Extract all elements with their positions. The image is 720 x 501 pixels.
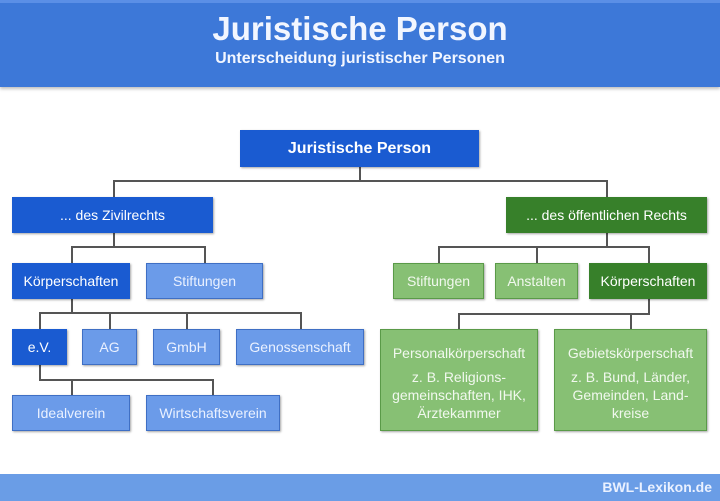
- node-example-line: Gemeinden, Land-: [572, 387, 689, 403]
- node-genossenschaft: Genossenschaft: [236, 329, 364, 365]
- node-example-line: gemeinschaften, IHK,: [392, 387, 526, 403]
- connector: [458, 313, 460, 329]
- connector: [359, 167, 361, 181]
- connector: [39, 379, 214, 381]
- connector: [71, 299, 73, 313]
- connector: [536, 246, 538, 263]
- node-label: Juristische Person: [287, 139, 432, 157]
- node-example-line: Ärztekammer: [417, 405, 501, 421]
- node-anstalten: Anstalten: [495, 263, 578, 299]
- node-label: Körperschaften: [23, 273, 119, 289]
- node-label: Körperschaften: [600, 273, 696, 289]
- node-label: ... des öffentlichen Rechts: [526, 207, 687, 223]
- node-zivil-koerperschaften: Körperschaften: [12, 263, 130, 299]
- node-label: Stiftungen: [172, 273, 237, 289]
- connector: [39, 312, 41, 329]
- connector: [648, 246, 650, 263]
- node-label: GmbH: [166, 339, 207, 355]
- node-zivil-stiftungen: Stiftungen: [146, 263, 263, 299]
- page-title: Juristische Person: [212, 10, 508, 47]
- node-idealverein: Idealverein: [12, 395, 130, 431]
- connector: [606, 233, 608, 247]
- connector: [204, 246, 206, 263]
- node-juristische-person: Juristische Person: [240, 130, 479, 167]
- page-subtitle: Unterscheidung juristischer Personen: [215, 50, 505, 67]
- node-oeff-stiftungen: Stiftungen: [393, 263, 484, 299]
- connector: [113, 233, 115, 247]
- connector: [113, 180, 607, 182]
- node-example-line: kreise: [611, 405, 650, 421]
- node-title: Gebietskörperschaft: [567, 345, 694, 361]
- connector: [71, 246, 73, 263]
- node-personalkoerperschaft: Personalkörperschaft z. B. Religions- ge…: [380, 329, 538, 431]
- node-oeff-koerperschaften: Körperschaften: [589, 263, 707, 299]
- connector: [438, 246, 440, 263]
- node-oeffentliches-recht: ... des öffentlichen Rechts: [506, 197, 707, 233]
- connector: [113, 180, 115, 197]
- brand-label: BWL-Lexikon.de: [602, 479, 712, 495]
- node-label: e.V.: [27, 339, 52, 355]
- node-label: Idealverein: [36, 405, 106, 421]
- node-zivilrecht: ... des Zivilrechts: [12, 197, 213, 233]
- node-wirtschaftsverein: Wirtschaftsverein: [146, 395, 280, 431]
- footer-bar: BWL-Lexikon.de: [0, 474, 720, 501]
- node-title: Personalkörperschaft: [392, 345, 526, 361]
- connector: [39, 365, 41, 380]
- node-example-line: z. B. Religions-: [411, 369, 507, 385]
- connector: [109, 312, 111, 329]
- connector: [71, 379, 73, 395]
- node-label: ... des Zivilrechts: [59, 207, 166, 223]
- connector: [438, 246, 650, 248]
- connector: [606, 180, 608, 197]
- node-ag: AG: [82, 329, 137, 365]
- connector: [300, 312, 302, 329]
- node-ev: e.V.: [12, 329, 67, 365]
- node-label: AG: [99, 339, 120, 355]
- connector: [186, 312, 188, 329]
- node-gmbh: GmbH: [153, 329, 220, 365]
- node-gebietskoerperschaft: Gebietskörperschaft z. B. Bund, Länder, …: [554, 329, 707, 431]
- connector: [212, 379, 214, 395]
- connector: [648, 299, 650, 314]
- connector: [458, 313, 650, 315]
- node-label: Stiftungen: [406, 273, 471, 289]
- node-label: Wirtschaftsverein: [159, 405, 267, 421]
- header-banner: Juristische Person Unterscheidung jurist…: [0, 0, 720, 87]
- node-example-line: z. B. Bund, Länder,: [570, 369, 691, 385]
- connector: [39, 312, 302, 314]
- connector: [71, 246, 206, 248]
- connector: [630, 313, 632, 329]
- node-label: Genossenschaft: [249, 339, 351, 355]
- node-label: Anstalten: [507, 273, 566, 289]
